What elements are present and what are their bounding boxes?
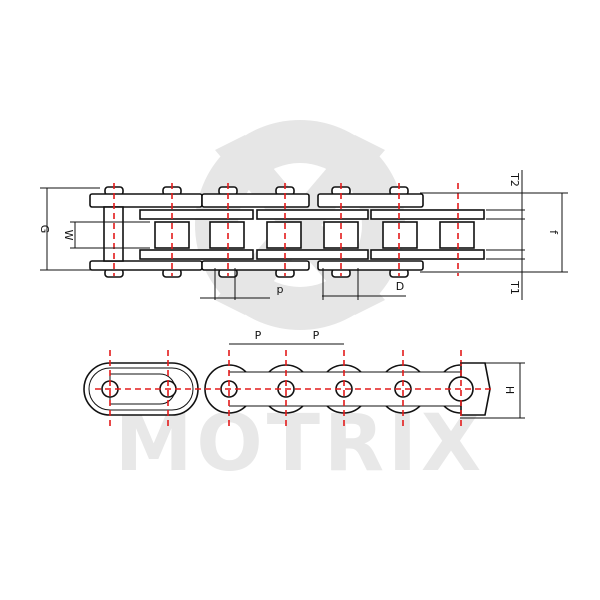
dimension-lines-side [229, 343, 525, 419]
roller [266, 221, 302, 249]
side-view: P P H [83, 329, 525, 428]
watermark-logo: MOTRIX [115, 120, 481, 489]
inner-plates [139, 209, 485, 260]
label-W: W [62, 230, 75, 241]
roller [439, 221, 475, 249]
roller [382, 221, 418, 249]
label-P-1: P [255, 329, 262, 342]
roller [209, 221, 245, 249]
label-d: d [277, 284, 284, 297]
label-D: D [396, 280, 404, 293]
label-H: H [503, 386, 516, 394]
link-plates [101, 362, 491, 416]
label-T2: T2 [508, 172, 521, 187]
outer-plates [89, 193, 424, 271]
dimension-lines [40, 170, 568, 300]
top-view: G W d D T2 T1 f [38, 170, 568, 300]
label-T1: T1 [508, 280, 521, 295]
label-G: G [38, 225, 51, 234]
label-P-2: P [313, 329, 320, 342]
label-f: f [547, 230, 560, 235]
rollers [154, 221, 475, 249]
